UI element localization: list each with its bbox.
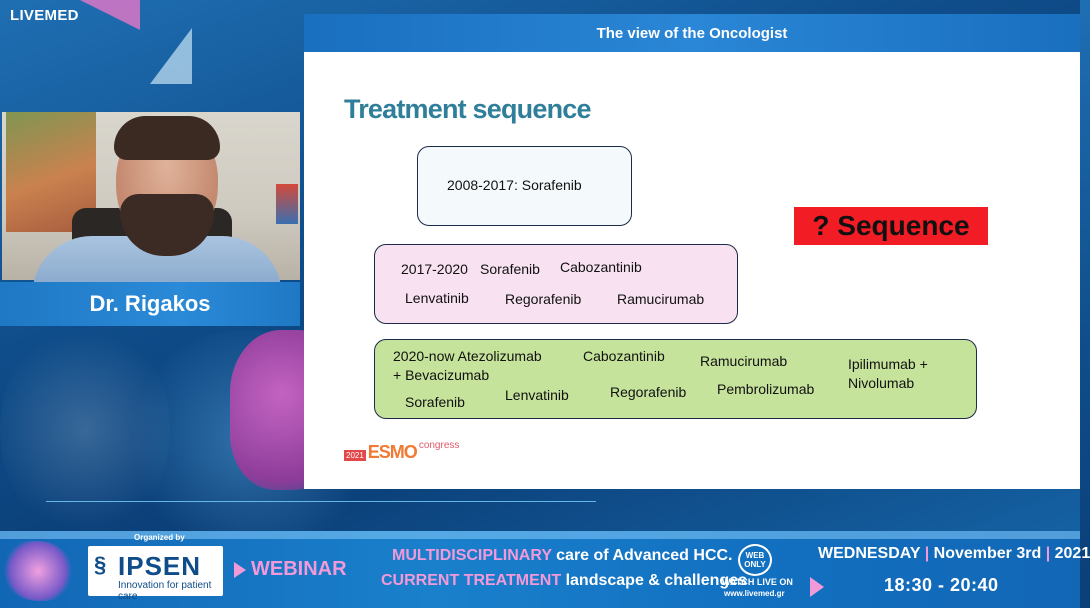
play-arrow-icon: [234, 562, 246, 578]
drug-label: Sorafenib: [405, 394, 465, 410]
event-banner: Organized by § IPSEN Innovation for pati…: [0, 531, 1090, 608]
ipsen-logo: § IPSEN Innovation for patient care: [88, 546, 223, 602]
esmo-congress: congress: [418, 440, 460, 451]
decor-triangle: [150, 28, 192, 84]
title-text: care of Advanced HCC.: [551, 547, 733, 564]
era-label: 2017-2020: [401, 261, 468, 277]
era-label: 2020-now Atezolizumab: [393, 348, 542, 364]
drug-label: Nivolumab: [848, 375, 915, 391]
sponsor-tagline: Innovation for patient care: [118, 580, 212, 602]
speaker-name: Dr. Rigakos: [0, 282, 300, 326]
speaker-hair: [114, 116, 220, 160]
era-label: + Bevacizumab: [393, 367, 490, 383]
decor-triangle: [80, 0, 140, 30]
liver-icon: [4, 541, 72, 601]
drug-label: Cabozantinib: [583, 348, 665, 364]
esmo-logo: 2021 ESMO congress: [344, 440, 459, 463]
speaker-beard: [120, 194, 214, 256]
separator: |: [924, 545, 930, 562]
era-box-2008-2017: 2008-2017: Sorafenib: [417, 146, 632, 226]
era-box-2020-now: 2020-now Atezolizumab + Bevacizumab Cabo…: [374, 339, 977, 419]
organized-by-label: Organized by: [134, 533, 185, 542]
drug-label: Regorafenib: [505, 291, 582, 307]
event-date: WEDNESDAY | November 3rd | 2021: [818, 545, 1090, 563]
sponsor-name: IPSEN: [118, 551, 202, 581]
web-only-badge: WEB ONLY: [738, 544, 772, 576]
drug-label: Ramucirumab: [617, 291, 705, 307]
drug-label: Pembrolizumab: [717, 381, 815, 397]
arrow-icon: [810, 577, 824, 597]
livemed-logo: LIVEMED: [10, 7, 79, 24]
event-year: 2021: [1054, 545, 1090, 562]
badge-line: ONLY: [744, 560, 766, 569]
event-title-line2: CURRENT TREATMENT landscape & challenges: [381, 572, 747, 590]
session-title: The view of the Oncologist: [304, 14, 1080, 52]
drug-label: Ipilimumab +: [848, 356, 928, 372]
separator: |: [1045, 545, 1051, 562]
background-glow: [0, 320, 170, 540]
presentation-slide: Treatment sequence 2008-2017: Sorafenib …: [304, 52, 1080, 489]
slide-title: Treatment sequence: [344, 94, 592, 124]
website-link[interactable]: www.livemed.gr: [724, 589, 785, 598]
event-title-line1: MULTIDISCIPLINARY care of Advanced HCC.: [392, 547, 733, 565]
title-highlight: MULTIDISCIPLINARY: [392, 547, 552, 564]
title-highlight: CURRENT TREATMENT: [381, 572, 562, 589]
badge-line: WEB: [745, 551, 765, 560]
webinar-label: WEBINAR: [251, 558, 347, 580]
drug-label: Ramucirumab: [700, 353, 788, 369]
era-label: 2008-2017: Sorafenib: [447, 177, 582, 193]
event-time: 18:30 - 20:40: [884, 575, 999, 595]
decor-line: [46, 501, 596, 502]
banner-highlight: [0, 531, 1080, 539]
background-picture: [276, 184, 298, 224]
era-box-2017-2020: 2017-2020 Sorafenib Cabozantinib Lenvati…: [374, 244, 738, 324]
drug-label: Cabozantinib: [560, 259, 642, 275]
esmo-name: ESMO: [367, 442, 418, 462]
drug-label: Lenvatinib: [505, 387, 569, 403]
watch-live-label: WATCH LIVE ON: [722, 577, 793, 587]
event-date-text: November 3rd: [933, 545, 1042, 562]
ipsen-mark-icon: §: [94, 552, 107, 577]
drug-label: Lenvatinib: [405, 290, 469, 306]
event-day: WEDNESDAY: [818, 545, 921, 562]
esmo-year: 2021: [344, 450, 366, 461]
title-text: landscape & challenges: [561, 572, 747, 589]
drug-label: Sorafenib: [480, 261, 540, 277]
sequence-callout: ? Sequence: [794, 207, 988, 245]
drug-label: Regorafenib: [610, 384, 687, 400]
speaker-video: [2, 112, 300, 306]
